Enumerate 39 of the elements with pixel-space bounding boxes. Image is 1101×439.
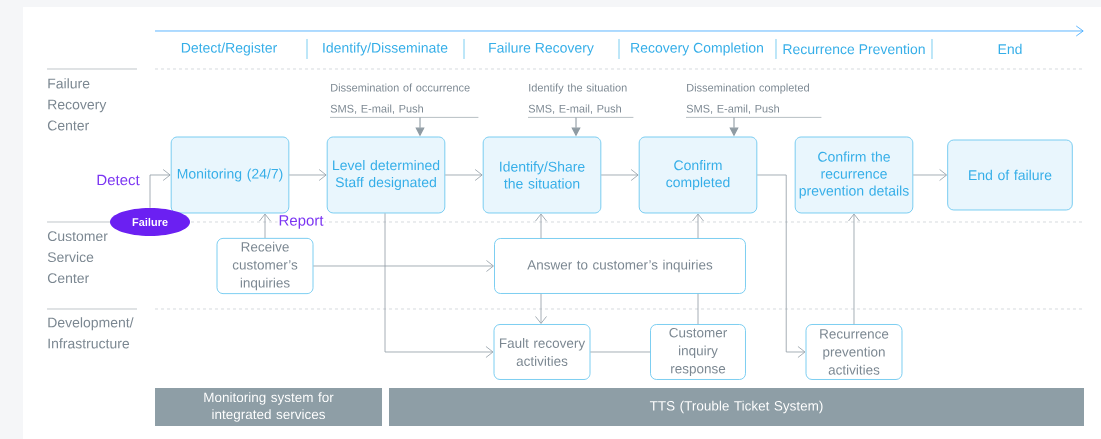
arrow xyxy=(912,169,947,181)
activity-box: Fault recovery activities xyxy=(493,324,591,380)
arrow xyxy=(288,169,327,181)
phase-label: End xyxy=(998,43,1022,55)
process-box: Monitoring (24/7) xyxy=(170,136,290,214)
edge-label: Report xyxy=(277,214,325,230)
arrow xyxy=(384,213,494,358)
arrow xyxy=(756,174,806,358)
notification-note: Dissemination completed SMS, E-amil, Push xyxy=(685,83,822,118)
notification-note: Dissemination of occurrence SMS, E-mail, Push xyxy=(329,83,479,118)
activity-box: Receive customer’s inquiries xyxy=(216,237,314,294)
arrow xyxy=(149,169,171,209)
notification-note: Identify the situation SMS, E-mail, Push xyxy=(527,83,634,118)
phase-label: Recurrence Prevention xyxy=(783,43,925,55)
arrow xyxy=(692,213,704,239)
activity-box: Recurrence prevention activities xyxy=(805,324,903,380)
phase-label: Identify/Disseminate xyxy=(323,42,448,56)
phase-label: Recovery Completion xyxy=(631,42,763,56)
activity-box: Customer inquiry response xyxy=(650,324,746,380)
phase-label: Failure Recovery xyxy=(489,42,594,56)
lane-label: Development/ Infrastructure xyxy=(48,317,134,349)
process-box: Identify/Share the situation xyxy=(482,136,602,214)
process-box: End of failure xyxy=(947,139,1073,211)
system-bar: TTS (Trouble Ticket System) xyxy=(389,388,1084,426)
process-box: Confirm the recurrence prevention details xyxy=(794,136,914,214)
arrow xyxy=(600,169,639,181)
arrow xyxy=(444,169,483,181)
activity-box: Answer to customer’s inquiries xyxy=(494,238,746,294)
process-box: Confirm completed xyxy=(638,136,758,214)
arrow xyxy=(259,213,271,239)
arrow xyxy=(313,260,494,272)
process-box: Level determined Staff designated xyxy=(326,136,446,214)
lane-label: Customer Service Center xyxy=(47,231,108,284)
arrow xyxy=(848,213,860,325)
lane-label: Failure Recovery Center xyxy=(47,78,107,131)
arrow xyxy=(535,213,547,239)
arrow xyxy=(535,293,547,324)
phase-label: Detect/Register xyxy=(181,42,277,56)
system-bar: Monitoring system for integrated services xyxy=(155,388,382,426)
